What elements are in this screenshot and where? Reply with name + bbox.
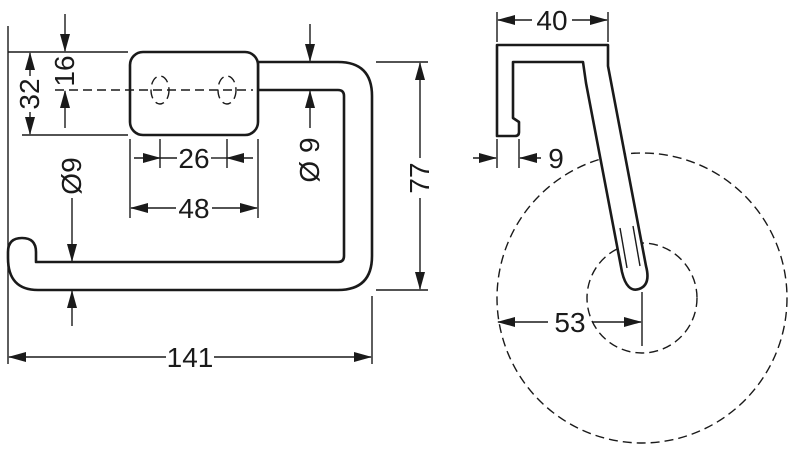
mount-hole-left	[150, 75, 170, 105]
front-view: 32 16 Ø9 Ø 9 26	[6, 14, 435, 373]
dim-48-label: 48	[178, 193, 209, 224]
dim-dia9-right: Ø 9	[294, 24, 325, 183]
mount-hole-right	[217, 75, 237, 105]
dim-9-label: 9	[548, 143, 564, 174]
dim-16-label: 16	[49, 55, 80, 86]
dim-32-label: 32	[14, 78, 45, 109]
dim-32: 32	[14, 52, 45, 135]
dim-dia9-right-label: Ø 9	[294, 137, 325, 182]
dim-141: 141	[8, 342, 372, 373]
wall-plate	[128, 50, 260, 137]
holder-side-outline	[495, 43, 649, 291]
paper-roll-outer-circle	[496, 152, 788, 444]
dim-16: 16	[49, 14, 80, 128]
dim-40-label: 40	[536, 5, 567, 36]
dim-53: 53	[497, 307, 642, 338]
dim-26-label: 26	[178, 143, 209, 174]
side-view: 40 9 53	[473, 5, 788, 444]
dim-dia9-left: Ø9	[56, 157, 87, 326]
dim-9: 9	[473, 143, 564, 174]
arm-detail-line	[632, 225, 641, 267]
dim-40: 40	[497, 5, 608, 36]
dim-53-label: 53	[554, 307, 585, 338]
holder-front-outline	[6, 60, 374, 292]
dim-dia9-left-label: Ø9	[56, 157, 87, 194]
dim-141-label: 141	[167, 342, 214, 373]
arm-detail-line	[619, 227, 628, 269]
dim-48: 48	[130, 193, 258, 224]
dim-77: 77	[404, 62, 435, 290]
dim-26: 26	[134, 143, 253, 174]
dim-77-label: 77	[404, 162, 435, 193]
